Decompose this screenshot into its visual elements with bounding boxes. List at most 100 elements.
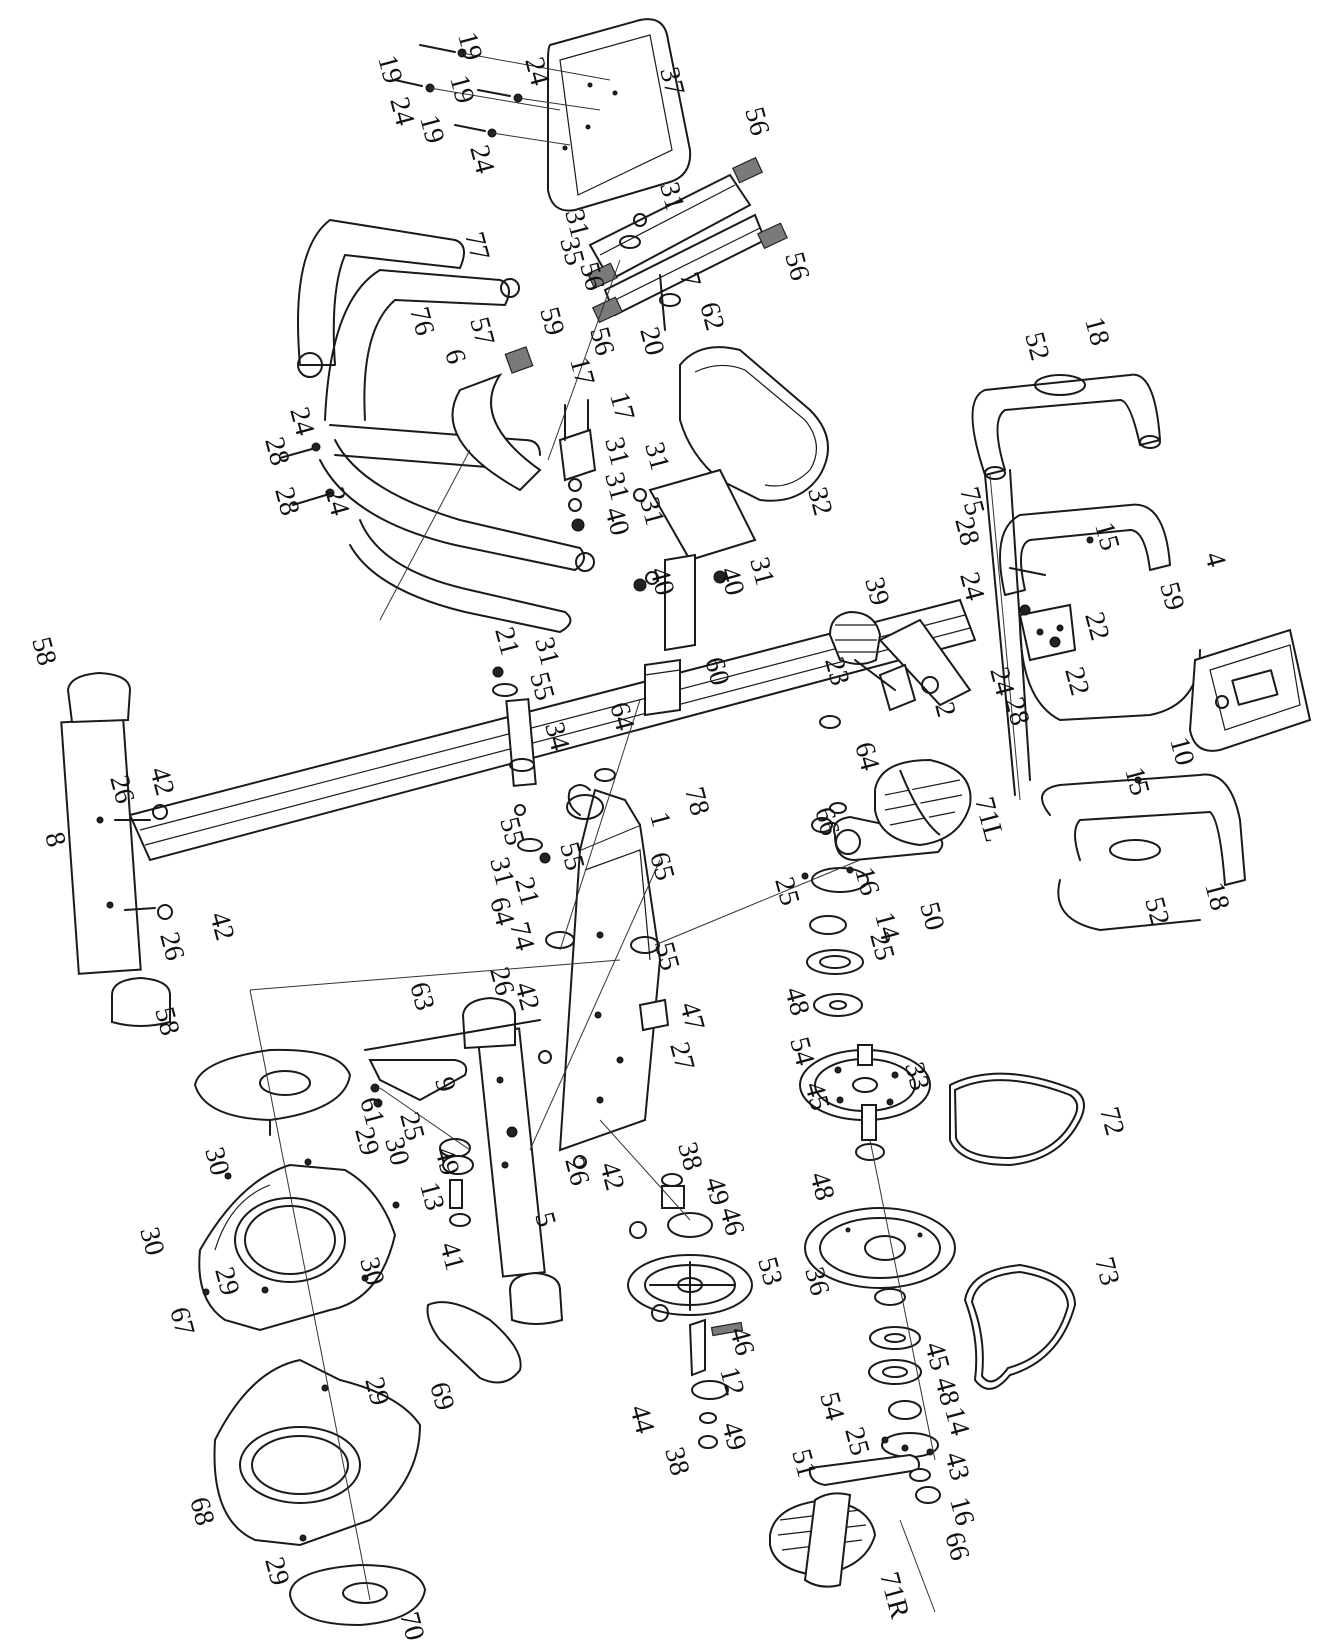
callout-40: 40 xyxy=(713,564,750,599)
main-frame-body xyxy=(545,784,670,1152)
callout-75: 75 xyxy=(953,484,990,519)
callout-61: 61 xyxy=(353,1094,390,1129)
callout-72: 72 xyxy=(1093,1104,1130,1139)
callout-64: 64 xyxy=(848,739,885,774)
front-handlebars xyxy=(971,373,1246,931)
main-frame-rail xyxy=(128,598,977,862)
callout-4: 4 xyxy=(1198,549,1232,571)
callout-76: 76 xyxy=(403,304,440,339)
callout-26: 26 xyxy=(558,1154,595,1189)
callout-74: 74 xyxy=(503,919,540,954)
callout-17: 17 xyxy=(603,389,640,424)
flywheel xyxy=(804,1207,956,1289)
crank-left xyxy=(811,802,944,862)
tension-knob xyxy=(828,610,917,712)
callout-71L: 71L xyxy=(968,794,1010,846)
callout-55: 55 xyxy=(493,814,530,849)
callout-36: 36 xyxy=(798,1264,835,1299)
callout-26: 26 xyxy=(153,929,190,964)
callout-47: 47 xyxy=(673,999,710,1034)
bracket-plate xyxy=(364,1019,541,1108)
callout-57: 57 xyxy=(463,314,500,349)
callout-10: 10 xyxy=(1163,734,1200,769)
callout-59: 59 xyxy=(533,304,570,339)
callout-49: 49 xyxy=(715,1419,752,1454)
shroud-disc-bottom xyxy=(288,1563,427,1627)
callout-53: 53 xyxy=(751,1254,788,1289)
callout-16: 16 xyxy=(943,1494,980,1529)
callout-25: 25 xyxy=(768,874,805,909)
callout-31: 31 xyxy=(633,494,670,529)
callout-52: 52 xyxy=(1018,329,1055,364)
callout-67: 67 xyxy=(163,1304,200,1339)
callout-19: 19 xyxy=(443,72,480,107)
callout-24: 24 xyxy=(983,664,1020,699)
belts xyxy=(949,1072,1085,1390)
callout-24: 24 xyxy=(463,142,500,177)
callout-6: 6 xyxy=(438,346,472,368)
backrest-bolts xyxy=(394,44,611,146)
shroud-arm xyxy=(426,1301,522,1384)
callout-46: 46 xyxy=(713,1204,750,1239)
callout-28: 28 xyxy=(258,434,295,469)
callout-42: 42 xyxy=(593,1159,630,1194)
callout-66: 66 xyxy=(938,1529,975,1564)
callout-18: 18 xyxy=(1078,314,1115,349)
callout-71R: 71R xyxy=(873,1569,915,1622)
seat xyxy=(633,346,829,652)
callout-1: 1 xyxy=(643,809,677,831)
callout-37: 37 xyxy=(653,64,690,99)
callout-56: 56 xyxy=(738,104,775,139)
callout-24: 24 xyxy=(953,569,990,604)
callout-30: 30 xyxy=(133,1224,170,1259)
callout-42: 42 xyxy=(203,909,240,944)
callout-28: 28 xyxy=(268,484,305,519)
callout-39: 39 xyxy=(858,574,895,609)
callout-13: 13 xyxy=(413,1179,450,1214)
callout-31: 31 xyxy=(638,439,675,474)
handlebar-bracket xyxy=(279,346,597,532)
callout-56: 56 xyxy=(778,249,815,284)
callout-59: 59 xyxy=(1153,579,1190,614)
rear-stabilizer xyxy=(461,996,587,1325)
callout-41: 41 xyxy=(433,1239,470,1274)
callout-38: 38 xyxy=(658,1444,695,1479)
callout-18: 18 xyxy=(1198,879,1235,914)
callout-48: 48 xyxy=(928,1374,965,1409)
seat-rail xyxy=(586,156,788,331)
callout-78: 78 xyxy=(678,784,715,819)
callout-25: 25 xyxy=(838,1424,875,1459)
rear-handlebar xyxy=(297,219,595,633)
callout-22: 22 xyxy=(1058,664,1095,699)
callout-25: 25 xyxy=(863,929,900,964)
callout-8: 8 xyxy=(38,829,72,851)
callout-31: 31 xyxy=(528,634,565,669)
leader-lines xyxy=(249,259,1021,1613)
callout-58: 58 xyxy=(25,634,62,669)
callout-68: 68 xyxy=(183,1494,220,1529)
callout-43: 43 xyxy=(938,1449,975,1484)
callout-17: 17 xyxy=(563,354,600,389)
callout-19: 19 xyxy=(451,29,488,64)
callout-24: 24 xyxy=(318,484,355,519)
callout-50: 50 xyxy=(913,899,950,934)
callout-27: 27 xyxy=(663,1039,700,1074)
callout-21: 21 xyxy=(488,624,525,659)
callout-69: 69 xyxy=(423,1379,460,1414)
callout-42: 42 xyxy=(143,764,180,799)
callout-30: 30 xyxy=(378,1134,415,1169)
callout-15: 15 xyxy=(1088,519,1125,554)
backrest xyxy=(547,18,692,212)
callout-22: 22 xyxy=(1078,609,1115,644)
callout-28: 28 xyxy=(998,694,1035,729)
callout-38: 38 xyxy=(671,1139,708,1174)
callout-48: 48 xyxy=(803,1169,840,1204)
callout-49: 49 xyxy=(698,1174,735,1209)
callout-24: 24 xyxy=(518,54,555,89)
pedal-left xyxy=(874,758,972,847)
callout-40: 40 xyxy=(598,504,635,539)
flywheel-axle-left xyxy=(439,1126,518,1227)
console xyxy=(1188,628,1312,752)
center-post xyxy=(492,666,551,864)
